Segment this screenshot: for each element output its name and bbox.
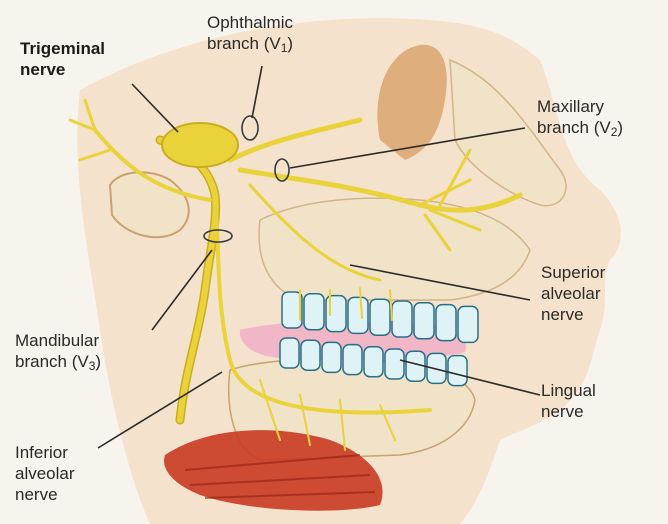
tooth bbox=[343, 345, 362, 375]
tooth bbox=[448, 356, 467, 386]
label-superior-alveolar-nerve: Superior alveolar nerve bbox=[541, 262, 605, 325]
label-lingual-nerve: Lingual nerve bbox=[541, 380, 596, 422]
trigeminal-ganglion bbox=[162, 123, 238, 167]
tooth bbox=[364, 347, 383, 377]
tooth bbox=[385, 349, 404, 379]
tooth bbox=[414, 303, 434, 339]
tooth bbox=[301, 340, 320, 370]
tooth bbox=[348, 297, 368, 333]
tooth bbox=[370, 299, 390, 335]
tooth bbox=[322, 342, 341, 372]
label-trigeminal-nerve: Trigeminal nerve bbox=[20, 38, 105, 80]
label-ophthalmic-branch: Ophthalmic branch (V1) bbox=[207, 12, 293, 59]
tooth bbox=[436, 305, 456, 341]
tooth bbox=[392, 301, 412, 337]
label-inferior-alveolar-nerve: Inferior alveolar nerve bbox=[15, 442, 75, 505]
tooth bbox=[280, 338, 299, 368]
label-maxillary-branch: Maxillary branch (V2) bbox=[537, 96, 623, 143]
label-mandibular-branch: Mandibular branch (V3) bbox=[15, 330, 101, 377]
tooth bbox=[304, 294, 324, 330]
tooth bbox=[458, 306, 478, 342]
